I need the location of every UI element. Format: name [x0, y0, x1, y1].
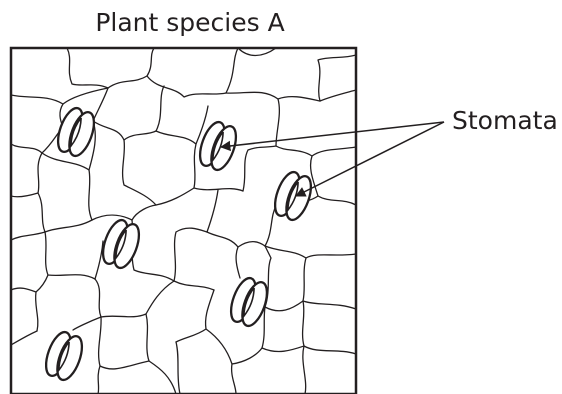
cell-wall — [11, 153, 42, 197]
stoma — [41, 329, 87, 383]
stomata-label: Stomata — [452, 106, 558, 135]
cell-wall — [11, 88, 108, 104]
cell-wall — [147, 76, 226, 97]
stoma — [226, 275, 272, 329]
cell-wall — [207, 190, 218, 232]
cell-wall — [156, 106, 208, 144]
cell-wall — [303, 301, 356, 354]
cell-wall — [99, 317, 149, 369]
cell-wall — [93, 88, 108, 121]
label-pointer — [296, 122, 444, 196]
cell-wall — [265, 301, 303, 311]
cell-wall — [232, 364, 236, 394]
cell-wall — [207, 232, 265, 247]
cell-wall — [156, 86, 164, 131]
stoma-labelled — [270, 169, 316, 223]
cell-wall — [123, 140, 156, 205]
cell-wall — [11, 331, 37, 345]
cell-wall — [101, 281, 174, 317]
label-pointer — [221, 122, 444, 147]
cell-wall — [303, 258, 356, 309]
cell-wall — [146, 314, 176, 394]
cell-wall — [276, 146, 356, 156]
cell-wall — [226, 92, 320, 101]
cell-wall — [95, 241, 103, 279]
cell-wall — [174, 228, 207, 281]
cell-wall — [176, 342, 180, 394]
cell-wall — [262, 346, 304, 352]
cell-wall — [236, 247, 240, 278]
cell-wall — [36, 292, 38, 331]
cell-wall — [206, 329, 262, 364]
cell-wall — [11, 127, 63, 153]
stoma — [98, 217, 144, 271]
cell-wall — [45, 232, 95, 279]
cell-wall — [265, 246, 356, 258]
cell-wall — [67, 48, 108, 88]
cell-wall — [303, 346, 306, 394]
cell-wall — [320, 90, 356, 101]
cell-wall — [73, 279, 101, 330]
cell-wall — [176, 290, 214, 342]
cell-wall — [11, 232, 45, 240]
cell-wall — [89, 170, 92, 220]
cell-wall — [11, 275, 48, 292]
diagram-title: Plant species A — [95, 8, 284, 37]
cell-wall — [156, 188, 194, 205]
cell-wall — [318, 55, 356, 101]
cell-wall — [276, 99, 279, 146]
cell-wall — [226, 48, 238, 93]
cell-wall — [108, 48, 154, 88]
cell-wall — [98, 366, 100, 394]
cell-wall — [243, 146, 276, 191]
cell-wall — [92, 205, 156, 220]
cell-wall — [174, 281, 214, 290]
cell-wall — [38, 193, 92, 232]
cell-wall — [311, 156, 356, 205]
cell-wall — [93, 121, 156, 140]
